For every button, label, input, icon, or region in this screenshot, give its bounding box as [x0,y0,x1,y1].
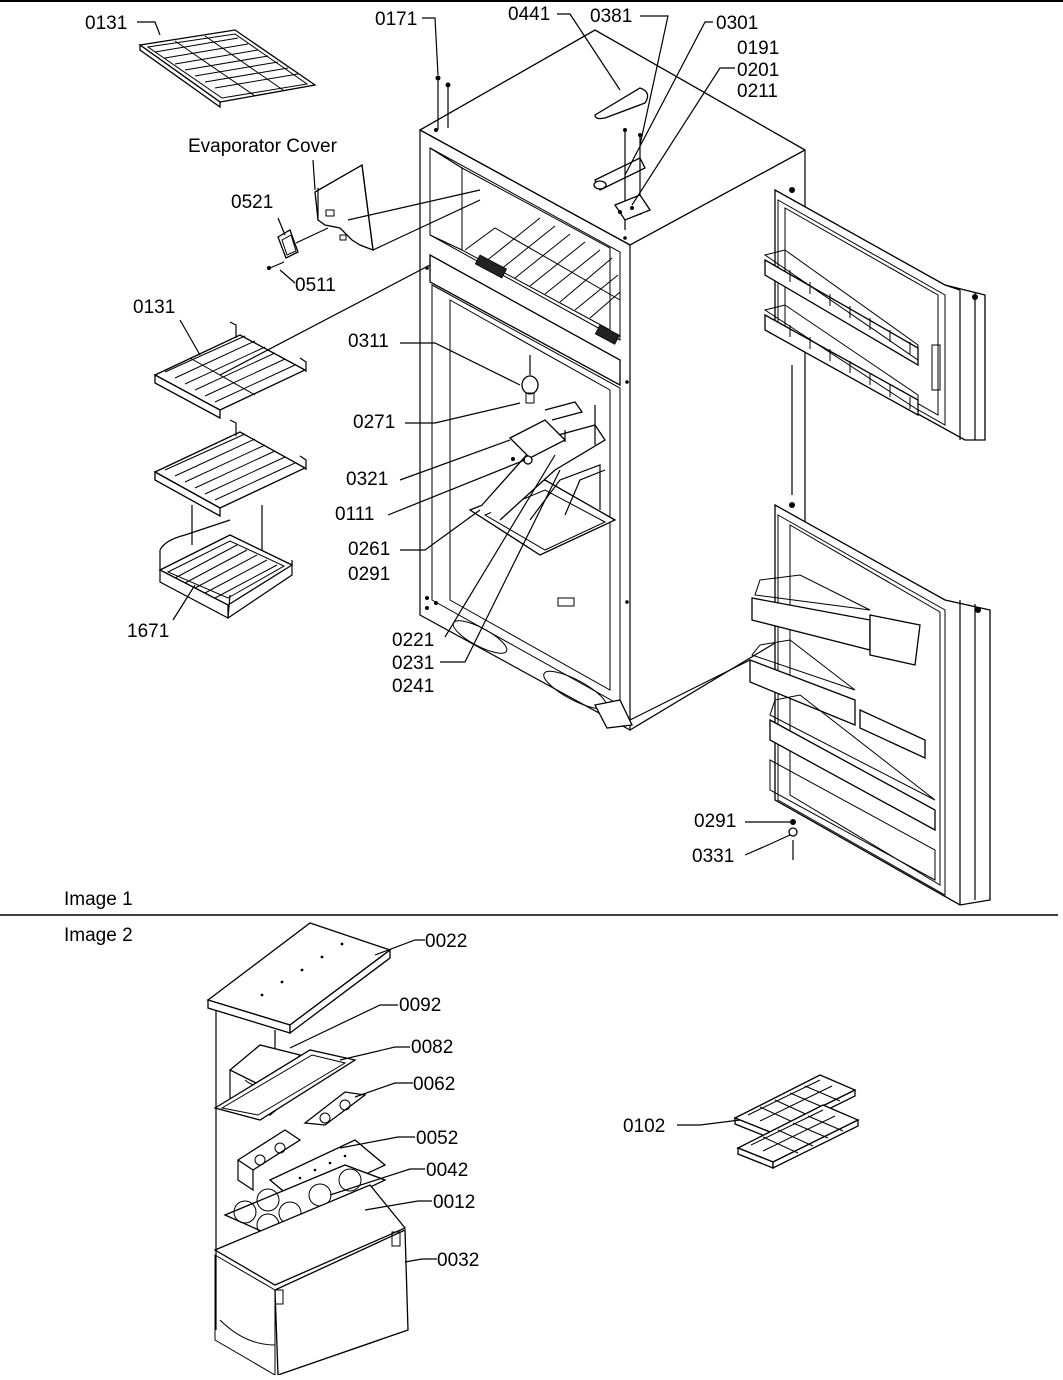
callout-label: 0291 [348,564,390,585]
callout-label: 0062 [413,1074,455,1095]
callout-label: 0511 [295,275,336,296]
callout-label: 0131 [133,297,175,318]
callout-label: 0231 [392,653,434,674]
freezer-wire-shelf [153,264,431,420]
evaporator-cover-assembly [267,163,481,270]
callout-label: 0321 [346,469,388,490]
refrigerator-cabinet [418,29,807,732]
callout-label: 0032 [437,1250,479,1271]
evaporator-cover-label: Evaporator Cover [188,136,338,157]
callout-label: 0261 [348,539,390,560]
callout-label: 0201 [737,60,779,81]
callout-label: 0092 [399,995,441,1016]
callout-label: 0012 [433,1192,475,1213]
callout-label: 0042 [426,1160,468,1181]
callout-label: 0381 [590,6,632,27]
callout-label: 0102 [623,1116,665,1137]
freezer-door [763,187,986,495]
callout-label: 0191 [737,38,779,59]
wire-basket [158,505,294,619]
labels-image1: 0131 0171 0441 0381 0301 0191 0201 0211 … [64,4,779,910]
leader-lines-image1 [137,13,792,856]
callout-label: 0441 [508,4,550,25]
panel-caption-image1: Image 1 [64,889,133,910]
door-bin-assembly [206,922,409,1376]
callout-label: 0241 [392,676,434,697]
callout-label: 0291 [694,811,736,832]
ice-trays [733,1074,860,1170]
callout-label: 0082 [411,1037,453,1058]
callout-label: 0131 [85,13,127,34]
fresh-food-door [629,502,991,906]
leader-lines-image2 [289,939,741,1263]
callout-label: 0211 [737,81,778,102]
callout-label: 0171 [375,9,417,30]
top-hinge-assembly [435,75,651,230]
callout-label: 0301 [716,13,758,34]
callout-label: 0271 [353,412,395,433]
callout-label: 0221 [392,630,434,651]
callout-label: 1671 [127,621,169,642]
callout-label: 0311 [348,331,389,352]
callout-label: 0331 [692,846,734,867]
callout-label: 0521 [231,192,273,213]
labels-image2: 0022 0092 0082 0062 0052 0042 0012 0032 … [399,931,665,1271]
freezer-wire-shelf-lower [153,419,307,518]
top-wire-shelf [138,29,317,109]
callout-label: 0052 [416,1128,458,1149]
callout-label: 0111 [335,504,374,525]
control-assembly [508,355,596,465]
callout-label: 0022 [425,931,467,952]
panel-caption-image2: Image 2 [64,925,133,946]
